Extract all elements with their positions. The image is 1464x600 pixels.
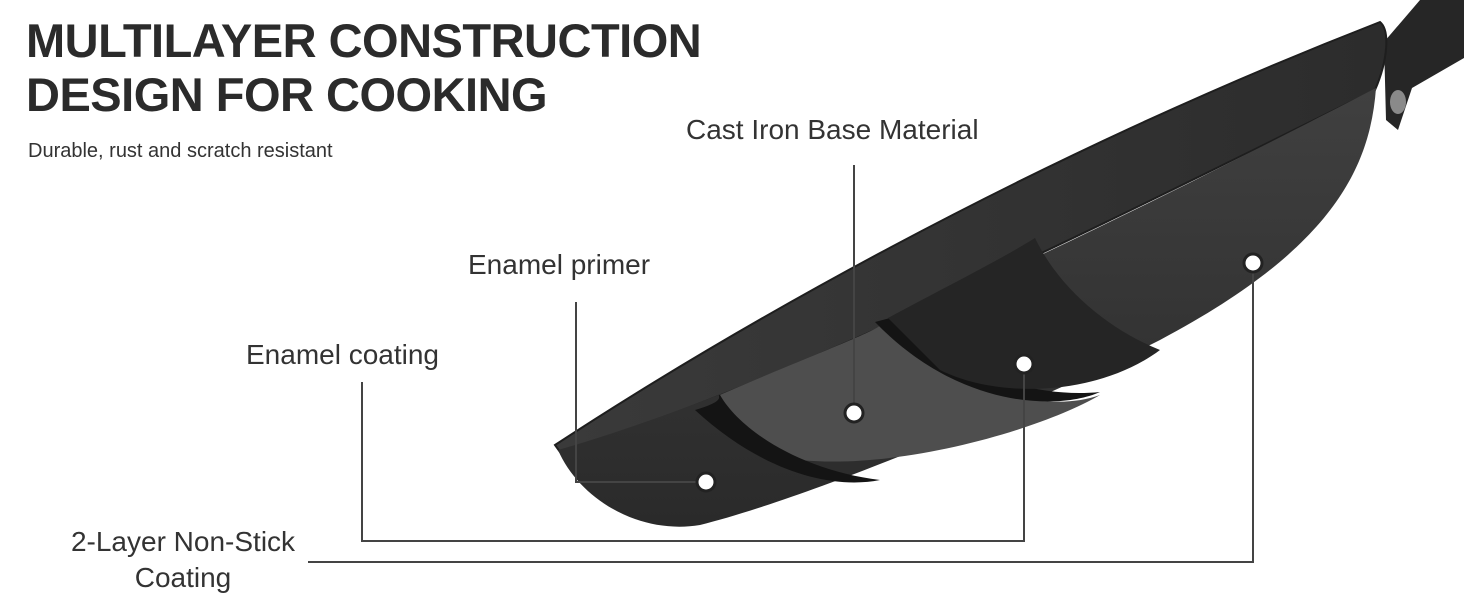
marker-enamel-coating bbox=[1013, 353, 1035, 375]
layer-groove-outer bbox=[695, 395, 880, 483]
layer-cast-iron bbox=[888, 238, 1160, 389]
layer-enamel-coating bbox=[720, 325, 1100, 462]
page-title: MULTILAYER CONSTRUCTION DESIGN FOR COOKI… bbox=[26, 14, 702, 121]
marker-enamel-primer bbox=[695, 471, 717, 493]
callout-label-cast-iron: Cast Iron Base Material bbox=[686, 114, 979, 145]
marker-cast-iron bbox=[843, 402, 865, 424]
page-subtitle: Durable, rust and scratch resistant bbox=[28, 140, 333, 162]
callout-label-enamel-primer: Enamel primer bbox=[468, 249, 651, 280]
connector-enamel-coating bbox=[361, 366, 1025, 542]
callout-label-enamel-coating: Enamel coating bbox=[246, 339, 440, 370]
connector-enamel-primer bbox=[575, 302, 704, 483]
callout-label-non-stick: 2-Layer Non-Stick Coating bbox=[70, 526, 296, 593]
marker-non-stick bbox=[1242, 252, 1264, 274]
pan-handle bbox=[1384, 0, 1464, 130]
connector-non-stick bbox=[308, 264, 1254, 563]
